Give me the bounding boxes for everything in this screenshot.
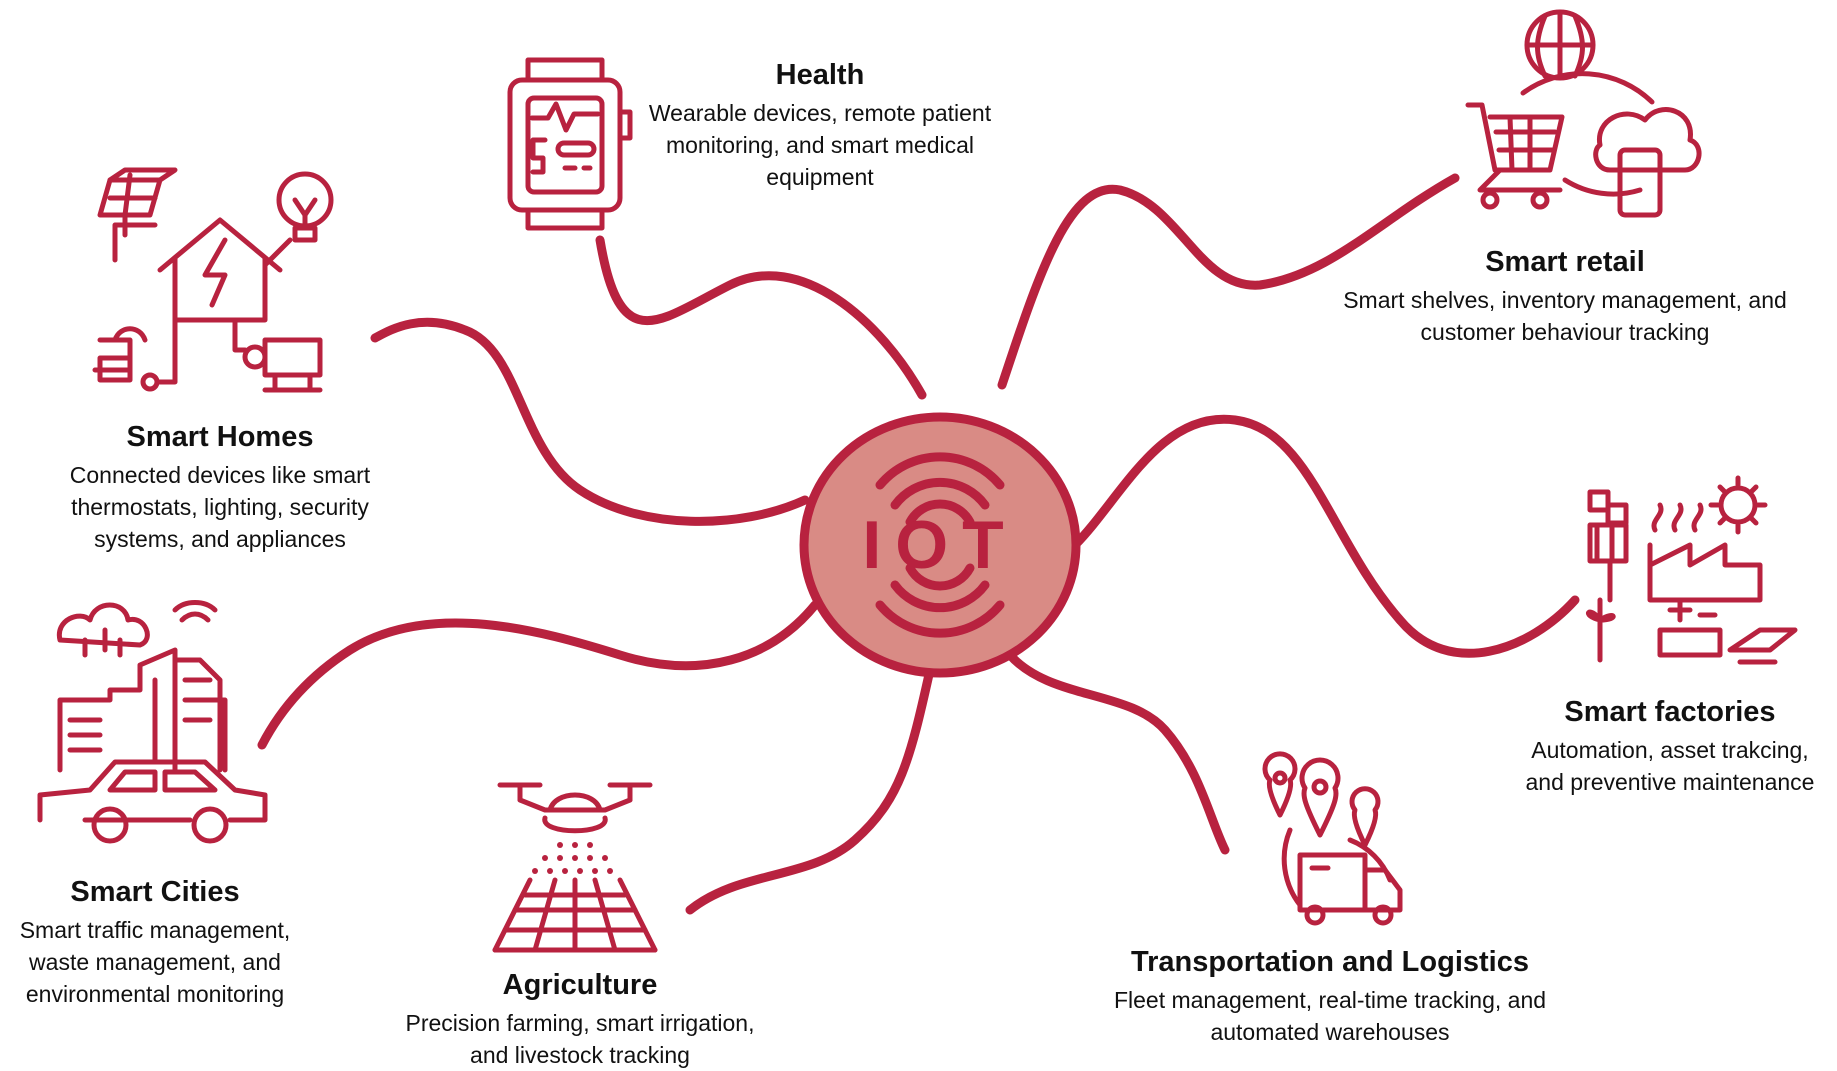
drone-field-icon — [492, 782, 658, 953]
city-car-icon — [37, 600, 268, 844]
node-smart-retail-description: Smart shelves, inventory management, and… — [1343, 286, 1787, 345]
node-health-description: Wearable devices, remote patient monitor… — [648, 99, 992, 191]
node-smart-cities-title: Smart Cities — [70, 876, 240, 908]
node-smart-homes: Smart Homes Connected devices like smart… — [45, 420, 395, 555]
shopping-cart-globe-icon — [1465, 9, 1702, 218]
node-health: Health Wearable devices, remote patient … — [640, 58, 1000, 193]
node-smart-homes-description: Connected devices like smart thermostats… — [69, 461, 371, 553]
node-smart-factories: Smart factories Automation, asset trakci… — [1510, 695, 1830, 798]
node-transportation: Transportation and Logistics Fleet manag… — [1110, 945, 1550, 1048]
node-smart-factories-title: Smart factories — [1564, 696, 1776, 728]
node-health-title: Health — [775, 59, 865, 91]
connector-smart-cities — [257, 600, 820, 750]
spray-dots — [532, 842, 613, 874]
node-smart-cities-description: Smart traffic management, waste manageme… — [19, 916, 291, 1008]
connector-smart-retail — [997, 173, 1460, 390]
hub-label: IOT — [862, 507, 1017, 583]
connector-agriculture — [685, 665, 935, 915]
connector-smart-factories — [1070, 414, 1580, 658]
connector-health — [595, 235, 927, 400]
node-agriculture-title: Agriculture — [502, 969, 658, 1001]
node-smart-factories-description: Automation, asset trakcing, and preventi… — [1525, 736, 1815, 795]
smart-home-icon — [92, 167, 334, 393]
delivery-truck-pins-icon — [1262, 751, 1403, 926]
signal-waves-icon — [875, 452, 1005, 638]
node-transportation-title: Transportation and Logistics — [1131, 946, 1529, 978]
connector-smart-homes — [370, 317, 810, 526]
node-smart-retail-title: Smart retail — [1485, 246, 1645, 278]
node-agriculture-description: Precision farming, smart irrigation, and… — [405, 1009, 755, 1068]
node-transportation-description: Fleet management, real-time tracking, an… — [1113, 986, 1547, 1045]
iot-hub: IOT — [799, 412, 1081, 678]
node-smart-retail: Smart retail Smart shelves, inventory ma… — [1340, 245, 1790, 348]
node-smart-cities: Smart Cities Smart traffic management, w… — [0, 875, 310, 1010]
smartwatch-icon — [507, 57, 633, 231]
connector-transportation — [1005, 650, 1230, 855]
factory-icon — [1586, 475, 1798, 665]
node-agriculture: Agriculture Precision farming, smart irr… — [385, 968, 775, 1071]
node-smart-homes-title: Smart Homes — [126, 421, 314, 453]
